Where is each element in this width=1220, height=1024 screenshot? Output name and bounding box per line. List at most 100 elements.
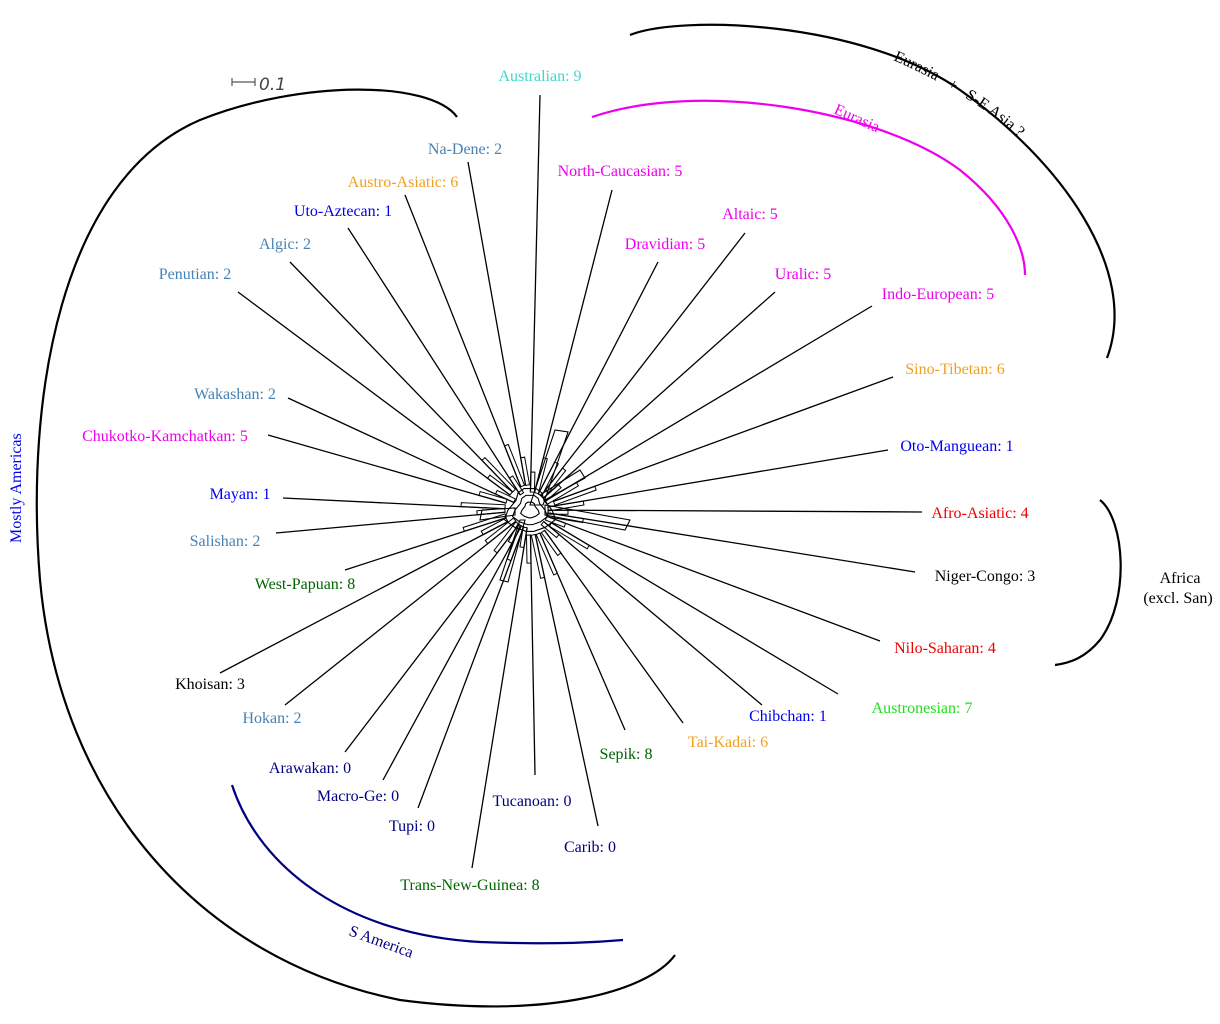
split-box [499,519,526,583]
network-core [503,488,557,532]
leaf-label: Khoisan: 3 [175,676,245,693]
edge-line [543,521,763,706]
leaf-label: Tai-Kadai: 6 [688,734,768,751]
s-america-arc [230,784,624,945]
reticulation-box [529,471,536,493]
mostly-americas-arc [35,88,676,1008]
s-america-label: S America [347,923,416,962]
leaf-label: Tucanoan: 0 [493,793,572,810]
leaf-label: Nilo-Saharan: 4 [894,640,996,657]
reticulation-box [540,529,562,557]
reticulation-box [493,521,520,554]
edge-line [284,520,517,706]
leaf-label: Sino-Tibetan: 6 [905,361,1004,378]
leaf-label: Wakashan: 2 [194,386,276,403]
edge-line [544,232,746,491]
reticulation-box [484,517,517,545]
edge-line [553,376,894,503]
leaf-label: Arawakan: 0 [269,760,351,777]
network-core [511,494,549,526]
reticulation-box [548,522,590,550]
leaf-label: Sepik: 8 [600,746,653,763]
reticulation-box [552,485,597,506]
reticulation-box [486,474,514,496]
leaf-label: Mayan: 1 [210,486,271,503]
leaf-label: Trans-New-Guinea: 8 [400,877,539,894]
leaf-label: Na-Dene: 2 [428,141,502,158]
leaf-label: Afro-Asiatic: 4 [931,505,1028,522]
leaf-label: Penutian: 2 [159,266,231,283]
leaf-label: West-Papuan: 8 [255,576,355,593]
edge-line [534,534,599,827]
edge-line [289,261,514,493]
reticulation-box [494,489,517,504]
leaf-label: Altaic: 5 [722,206,778,223]
edge-line [219,521,509,674]
africa-sublabel: (excl. San) [1143,590,1212,607]
leaf-label: Carib: 0 [564,839,616,856]
edge-line [547,509,923,513]
edge-line [287,397,514,504]
network-edges [219,94,923,869]
reticulation-box [462,513,507,532]
leaf-label: Oto-Manguean: 1 [900,438,1013,455]
edge-line [529,534,536,776]
edge-line [267,434,507,504]
reticulation-box [533,457,548,495]
leaf-label: Niger-Congo: 3 [935,568,1036,585]
split-box [479,507,516,521]
reticulation-box [544,515,567,528]
split-box [539,469,586,501]
edge-line [404,194,522,488]
reticulation-box [460,502,506,510]
leaf-label: Macro-Ge: 0 [317,788,399,805]
leaf-label: Chukotko-Kamchatkan: 5 [82,428,248,445]
leaf-label: Hokan: 2 [242,710,301,727]
edge-line [543,291,776,499]
edge-line [544,529,684,724]
leaf-labels: Australian: 9 Na-Dene: 2 North-Caucasian: … [82,68,1035,894]
edge-line [529,94,541,493]
reticulation-box [525,534,532,564]
edge-line [547,449,889,508]
mostly-americas-label: Mostly Americas [8,433,25,543]
eurasia-label: Eurasia [831,101,882,136]
edge-line [344,523,520,753]
eurasia-se-asia-label: Eurasia + S-E Asia ? [891,48,1027,141]
edge-line [537,261,659,495]
edge-line [546,515,881,642]
reticulation-box [481,456,517,493]
reticulation-box [503,443,526,488]
split-box [529,429,569,506]
eurasia-se-asia-arc [629,23,1116,359]
edge-line [347,227,521,496]
leaf-label: Uralic: 5 [775,266,831,283]
scale-bar-label: 0.1 [259,75,286,95]
leaf-label: Austronesian: 7 [872,700,973,717]
leaf-label: Australian: 9 [498,68,581,85]
edge-line [237,291,511,496]
leaf-label: Austro-Asiatic: 6 [348,174,459,191]
edge-line [417,526,525,809]
reticulation-box [535,532,559,576]
leaf-label: Dravidian: 5 [625,236,705,253]
reticulation-box [520,456,531,486]
edge-line [545,305,873,502]
leaf-label: North-Caucasian: 5 [558,163,683,180]
scale-bar: 0.1 [231,75,286,95]
reticulation-box [540,520,560,539]
leaf-label: Indo-European: 5 [882,286,994,303]
reticulation-box [478,490,508,504]
reticulation-box [476,507,506,516]
leaf-label: Algic: 2 [259,236,311,253]
reticulation-box [519,526,528,549]
split-box [544,504,631,531]
edge-line [547,512,916,573]
network-core [520,501,540,519]
africa-label: Africa [1160,570,1201,587]
reticulation-box [480,517,509,536]
edge-line [382,525,522,781]
edge-line [471,527,528,869]
eurasia-arc [591,99,1027,276]
